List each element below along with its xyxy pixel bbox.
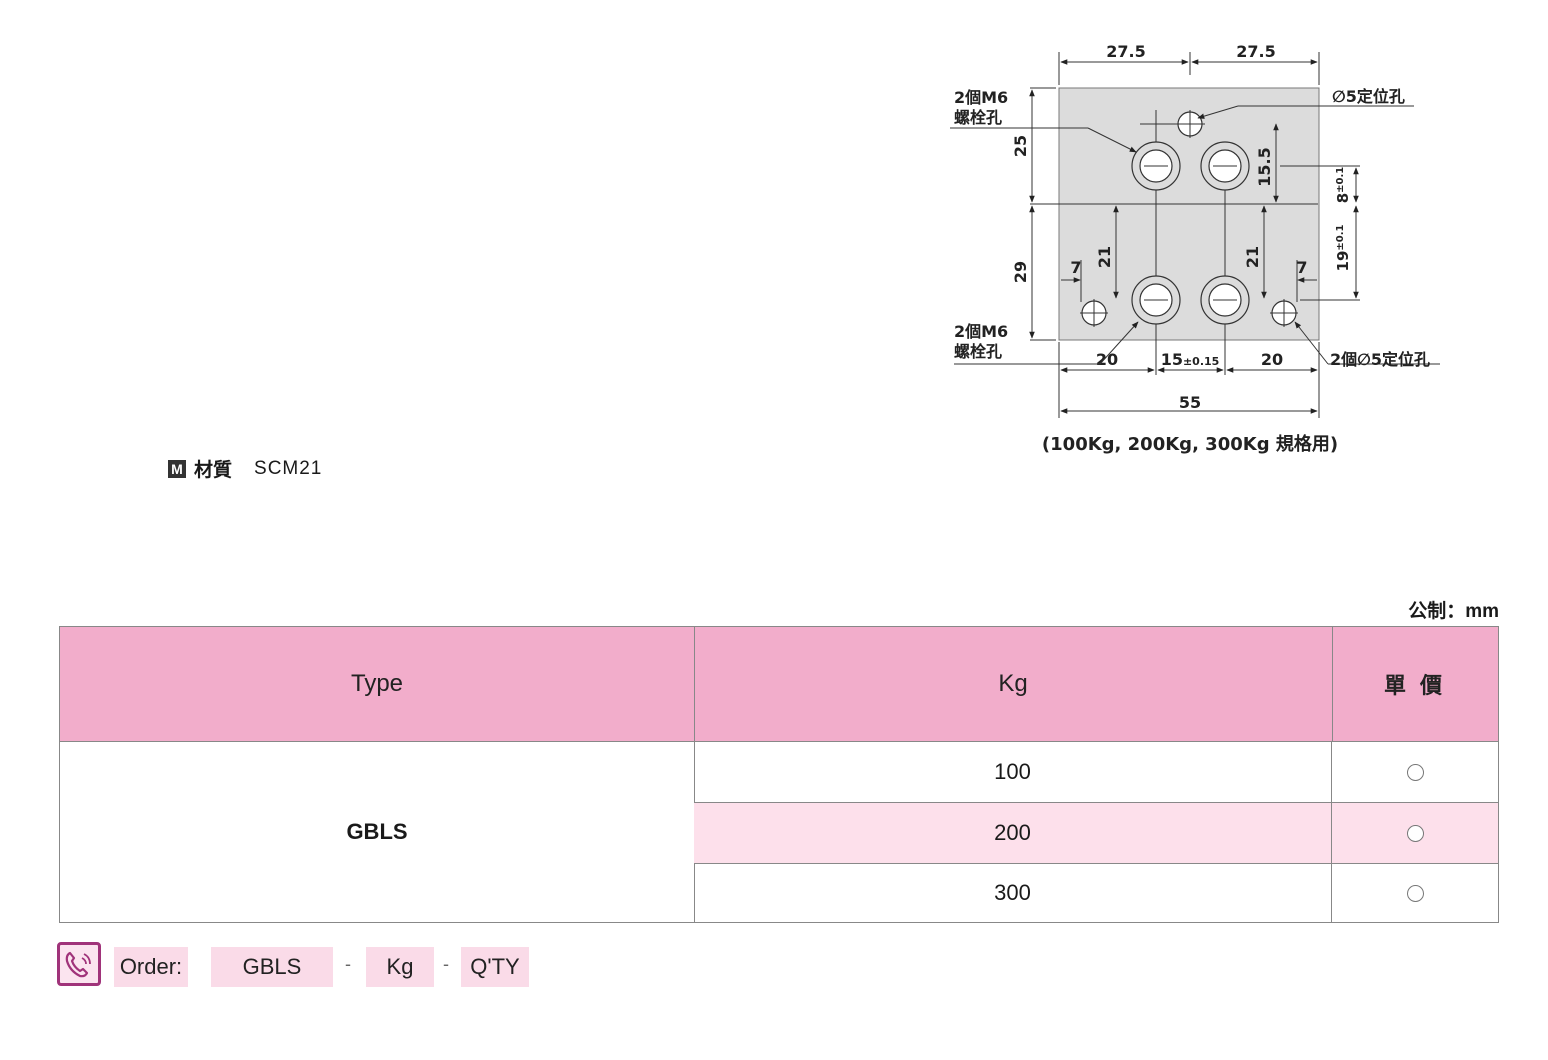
circle-icon xyxy=(1406,763,1424,781)
label-pin-top: ∅5定位孔 xyxy=(1332,87,1405,106)
dim-right-upper: 8±0.1 xyxy=(1334,167,1352,204)
technical-drawing: 27.5 27.5 25 29 15.5 8±0.1 19±0.1 21 21 … xyxy=(950,42,1440,455)
phone-icon[interactable] xyxy=(57,942,101,986)
dim-left-7: 7 xyxy=(1070,258,1081,277)
order-separator: - xyxy=(443,954,449,974)
dim-inner-upper: 15.5 xyxy=(1255,147,1274,186)
unit-label: 公制：mm xyxy=(1408,601,1499,622)
price-cell xyxy=(1332,803,1498,863)
table-row[interactable]: 200 xyxy=(694,803,1498,864)
bolt-hole xyxy=(1200,141,1250,191)
dowel-hole xyxy=(1080,299,1108,327)
dim-left-upper: 25 xyxy=(1011,135,1030,157)
dim-top-right: 27.5 xyxy=(1236,42,1275,61)
label-bolt-top-1: 2個M6 xyxy=(954,88,1008,107)
header-kg: Kg xyxy=(694,627,1333,741)
label-bolt-bottom-1: 2個M6 xyxy=(954,322,1008,341)
dim-overall: 55 xyxy=(1179,393,1201,412)
material-line: M 材質 SCM21 xyxy=(168,455,322,482)
header-type: Type xyxy=(60,627,695,741)
table-row[interactable]: 100 xyxy=(694,742,1498,803)
material-badge-icon: M xyxy=(168,459,186,478)
dowel-hole xyxy=(1140,110,1205,138)
dim-left-lower: 29 xyxy=(1011,261,1030,283)
dim-right-lower: 19±0.1 xyxy=(1334,224,1352,271)
dowel-hole xyxy=(1270,299,1298,327)
order-field-type[interactable]: GBLS xyxy=(211,947,333,987)
header-price: 單 價 xyxy=(1383,673,1447,698)
type-cell: GBLS xyxy=(60,742,695,922)
dim-left-21: 21 xyxy=(1095,246,1114,268)
order-separator: - xyxy=(345,954,351,974)
bolt-hole xyxy=(1200,275,1250,325)
bolt-hole xyxy=(1131,275,1181,325)
circle-icon xyxy=(1406,884,1424,902)
dim-bottom-left: 20 xyxy=(1096,350,1118,369)
order-field-qty[interactable]: Q'TY xyxy=(461,947,529,987)
dim-right-7: 7 xyxy=(1296,258,1307,277)
order-field-kg[interactable]: Kg xyxy=(366,947,434,987)
spec-table: Type Kg 單 價 GBLS 100 200 300 xyxy=(59,626,1499,923)
kg-cell: 100 xyxy=(694,742,1332,802)
kg-cell: 200 xyxy=(694,803,1332,863)
dim-bottom-right: 20 xyxy=(1261,350,1283,369)
material-label: 材質 xyxy=(194,460,233,481)
dim-bottom-mid: 15±0.15 xyxy=(1161,350,1220,369)
circle-icon xyxy=(1406,824,1424,842)
order-label: Order: xyxy=(114,947,188,987)
table-header: Type Kg 單 價 xyxy=(60,627,1498,742)
dim-top-left: 27.5 xyxy=(1106,42,1145,61)
bolt-hole xyxy=(1131,141,1181,191)
price-cell xyxy=(1332,742,1498,802)
price-cell xyxy=(1332,864,1498,922)
table-row[interactable]: 300 xyxy=(694,864,1498,922)
dim-right-21: 21 xyxy=(1243,246,1262,268)
material-value: SCM21 xyxy=(254,457,323,479)
label-bolt-top-2: 螺栓孔 xyxy=(954,108,1002,127)
label-bolt-bottom-2: 螺栓孔 xyxy=(954,342,1002,361)
kg-cell: 300 xyxy=(694,864,1332,922)
drawing-caption: (100Kg, 200Kg, 300Kg 規格用) xyxy=(1042,433,1338,455)
label-pin-bottom: 2個∅5定位孔 xyxy=(1330,350,1430,369)
